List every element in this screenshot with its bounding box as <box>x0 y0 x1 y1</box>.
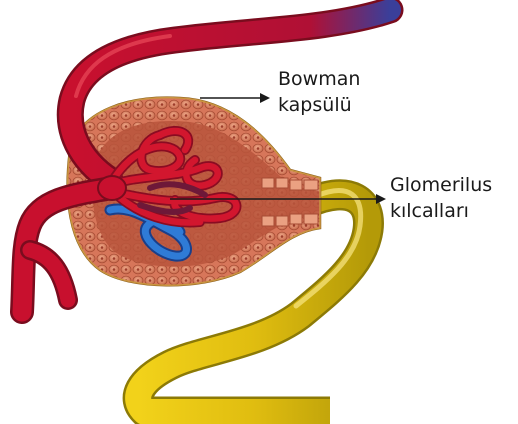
bowman-label-line2: kapsülü <box>278 92 360 118</box>
bowman-label-line1: Bowman <box>278 66 360 92</box>
glomerulus-label: Glomerilus kılcalları <box>390 172 492 224</box>
bowman-capsule-label: Bowman kapsülü <box>278 66 360 118</box>
glomerulus-label-line2: kılcalları <box>390 198 492 224</box>
glomerulus-label-line1: Glomerilus <box>390 172 492 198</box>
